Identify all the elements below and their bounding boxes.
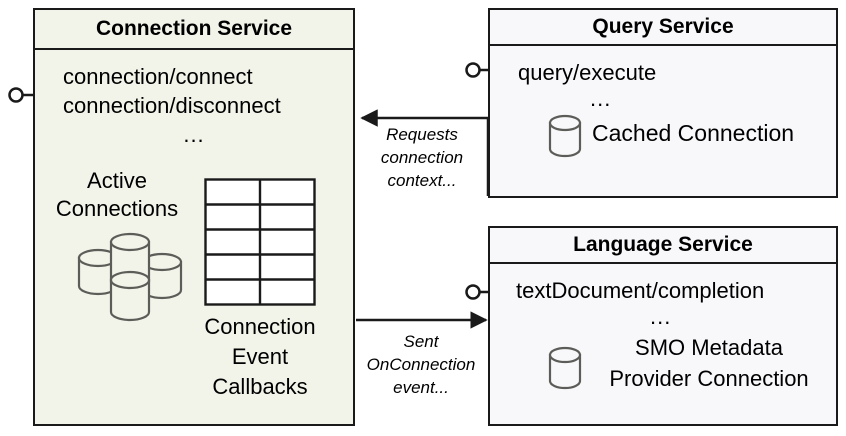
connection-service-body: connection/connect connection/disconnect…: [35, 50, 353, 424]
callbacks-label-line-1: Connection: [204, 314, 316, 339]
language-service-body: textDocument/completion ... SMO Metadata…: [490, 264, 836, 424]
edge-label-line-3: context...: [387, 171, 457, 190]
component-connection-service[interactable]: Connection Service connection/connect co…: [33, 8, 355, 426]
active-connections-label-line-1: Active: [87, 168, 147, 193]
connection-event-callbacks-label: Connection Event Callbacks: [190, 312, 330, 402]
edge-label-connection-to-language: Sent OnConnection event...: [358, 330, 484, 399]
connection-service-title: Connection Service: [35, 10, 353, 50]
component-language-service[interactable]: Language Service textDocument/completion…: [488, 226, 838, 426]
smo-label-line-1: SMO Metadata: [635, 335, 783, 360]
query-service-title: Query Service: [490, 10, 836, 46]
edge-label-line-2: connection: [380, 148, 464, 167]
edge-label-line-2: OnConnection: [366, 355, 476, 374]
component-query-service[interactable]: Query Service query/execute ... Cached C…: [488, 8, 838, 198]
smo-metadata-provider-connection-label: SMO Metadata Provider Connection: [590, 332, 828, 394]
callbacks-label-line-3: Callbacks: [212, 374, 308, 399]
cached-connection-label: Cached Connection: [592, 120, 795, 146]
table-grid-icon: [204, 178, 316, 306]
active-connections-label-line-2: Connections: [55, 196, 179, 221]
database-icon: [548, 114, 582, 158]
language-service-operation-completion[interactable]: textDocument/completion: [516, 278, 765, 303]
callbacks-label-line-2: Event: [231, 344, 289, 369]
edge-label-line-1: Requests: [386, 125, 458, 144]
connection-service-ellipsis: ...: [183, 122, 205, 147]
connection-service-operation-connect[interactable]: connection/connect: [63, 64, 253, 89]
database-cluster-icon: [77, 232, 183, 322]
query-service-body: query/execute ... Cached Connection: [490, 46, 836, 196]
active-connections-label: Active Connections: [41, 167, 193, 223]
connection-service-operation-disconnect[interactable]: connection/disconnect: [63, 93, 281, 118]
edge-label-line-3: event...: [393, 378, 449, 397]
language-service-title: Language Service: [490, 228, 836, 264]
query-service-operation-execute[interactable]: query/execute: [518, 60, 657, 85]
edge-label-line-1: Sent: [403, 332, 439, 351]
language-service-ellipsis: ...: [650, 304, 672, 329]
database-icon: [548, 346, 582, 390]
query-service-ellipsis: ...: [590, 86, 612, 111]
edge-label-query-to-connection: Requests connection context...: [360, 123, 484, 192]
smo-label-line-2: Provider Connection: [609, 366, 809, 391]
